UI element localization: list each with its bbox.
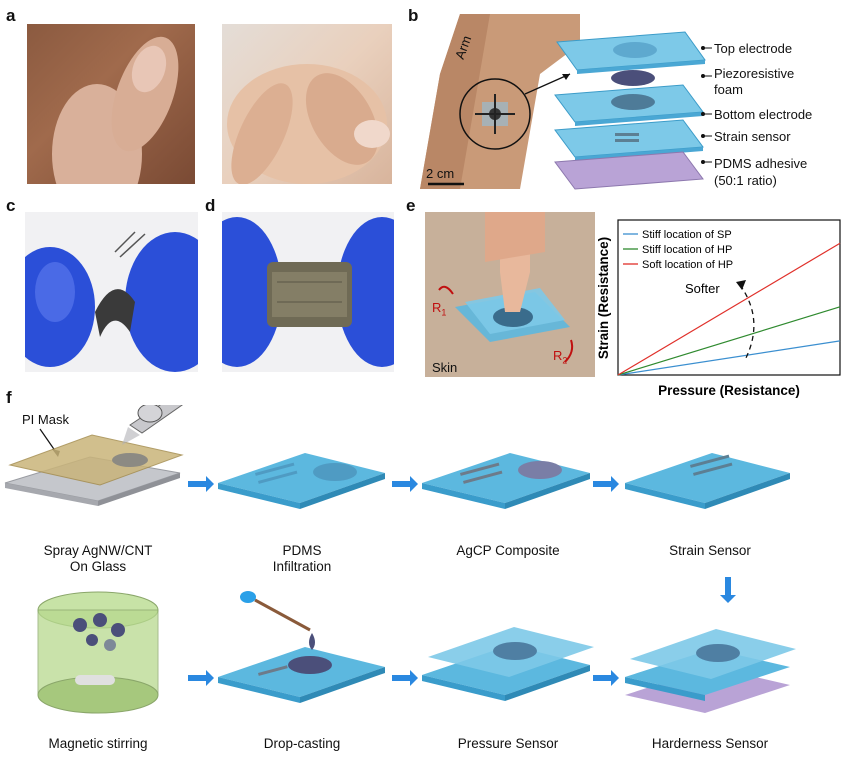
pi-mask-label: PI Mask (22, 412, 69, 427)
scale-bar-label: 2 cm (426, 166, 455, 181)
layer-label-strain-sensor: Strain sensor (714, 129, 791, 144)
panel-label-f: f (6, 388, 12, 407)
step-spray-glass (4, 405, 184, 506)
layer-label-top-electrode: Top electrode (714, 41, 793, 56)
resistance-r1-label: R1 (432, 300, 447, 318)
skin-label: Skin (432, 360, 458, 375)
softer-arrowhead (736, 280, 746, 290)
caption-magnetic-stirring: Magnetic stirring (48, 736, 148, 751)
glove-stretch-illustration (222, 217, 394, 367)
layer-label-pdms-adhesive: PDMS adhesive (714, 156, 808, 171)
series-line-0 (617, 340, 841, 376)
caption-agcp: AgCP Composite (456, 543, 560, 558)
annotation-softer: Softer (685, 281, 720, 296)
softer-arc (739, 284, 755, 361)
strain-pressure-chart: Stiff location of SP Stiff location of HP… (596, 219, 841, 398)
layer-stack-illustration (554, 31, 706, 190)
hand-illustration (227, 64, 390, 184)
fabrication-flow (4, 405, 796, 714)
caption-harderness-sensor: Harderness Sensor (651, 736, 769, 751)
panel-label-a: a (6, 6, 16, 25)
layer-label-foam: foam (714, 82, 743, 97)
photo-finger-pinch-light (222, 24, 392, 184)
legend: Stiff location of SP Stiff location of HP… (623, 229, 733, 271)
legend-label-2: Soft location of HP (642, 259, 733, 271)
resistance-r2-label: R2 (553, 348, 568, 366)
panel-label-e: e (406, 196, 416, 215)
step-agcp-composite (422, 453, 590, 509)
step-magnetic-stirring (37, 591, 159, 714)
panel-label-c: c (6, 196, 16, 215)
layer-leader-lines (700, 40, 715, 190)
step-drop-casting (218, 591, 385, 703)
series-line-2 (617, 242, 841, 376)
photo-glove-bending (25, 212, 198, 372)
caption-strain-sensor: Strain Sensor (669, 543, 751, 558)
series-lines (617, 242, 841, 376)
exploded-layer-stack (545, 20, 715, 190)
step-pressure-sensor (422, 627, 594, 701)
layer-label-bottom-electrode: Bottom electrode (714, 107, 813, 122)
finger-illustration (52, 36, 179, 184)
glove-bend-illustration (25, 231, 198, 372)
step-harderness-sensor (625, 629, 796, 713)
legend-label-1: Stiff location of HP (642, 244, 732, 256)
step-strain-sensor (625, 453, 790, 509)
arm-photo (420, 14, 580, 189)
layer-label-piezoresistive: Piezoresistive (714, 66, 795, 81)
step-pdms-infiltration (218, 453, 385, 509)
finger-press-illustration (438, 212, 574, 363)
caption-drop-casting: Drop-casting (263, 736, 341, 751)
flow-arrows (188, 476, 736, 686)
y-axis-label: Strain (Resistance) (596, 237, 611, 359)
photo-glove-stretching (222, 212, 394, 372)
x-axis-label: Pressure (Resistance) (658, 383, 800, 398)
legend-label-0: Stiff location of SP (642, 229, 732, 241)
caption-pressure-sensor: Pressure Sensor (457, 736, 559, 751)
photo-finger-pinch-dark (27, 24, 195, 184)
arm-illustration (420, 14, 580, 189)
finger-press-render (425, 212, 595, 377)
plot-frame (617, 219, 841, 376)
layer-label-ratio: (50:1 ratio) (714, 173, 777, 188)
series-line-1 (617, 306, 841, 376)
panel-label-b: b (408, 6, 419, 25)
panel-label-d: d (205, 196, 216, 215)
